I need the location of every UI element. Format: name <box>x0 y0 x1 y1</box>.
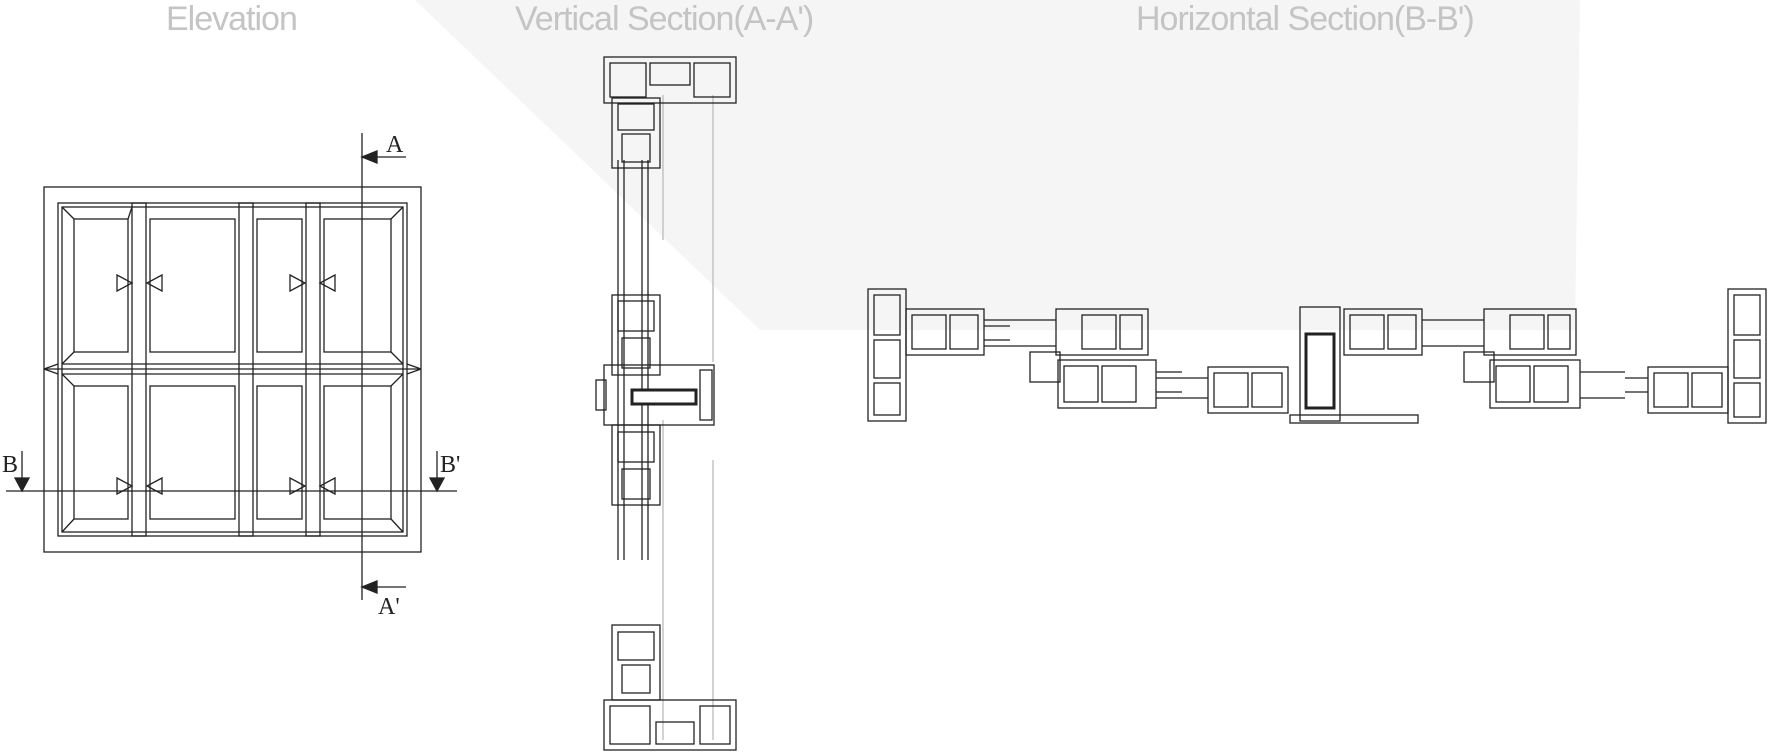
upper-sash-profile <box>611 294 661 376</box>
horizontal-section-title: Horizontal Section(B-B') <box>1136 0 1475 38</box>
center-mullion-profile <box>1182 306 1450 424</box>
elevation-drawing <box>6 133 457 600</box>
section-line-b <box>6 451 457 493</box>
section-line-a <box>360 133 406 600</box>
opening-arrows <box>116 273 336 496</box>
lower-sash-profile <box>611 424 661 506</box>
marker-b-left: B <box>2 452 18 478</box>
meeting-stile-1 <box>1010 308 1182 409</box>
transom-profile <box>595 364 715 426</box>
meeting-stile-2 <box>1450 308 1625 409</box>
elevation-title: Elevation <box>166 0 298 38</box>
right-jamb-profile <box>1625 288 1767 424</box>
glazing-panes <box>61 206 404 533</box>
horizontal-section-drawing <box>867 288 1767 424</box>
top-frame-profile <box>603 56 737 169</box>
mullions <box>131 202 321 537</box>
marker-b-right: B' <box>440 452 460 478</box>
bottom-frame-profile <box>603 624 737 751</box>
marker-a-top: A <box>386 132 404 158</box>
vertical-section-title: Vertical Section(A-A') <box>515 0 814 38</box>
left-jamb-profile <box>867 288 1010 422</box>
vertical-section-drawing <box>595 56 737 751</box>
marker-a-bottom: A' <box>378 594 400 620</box>
